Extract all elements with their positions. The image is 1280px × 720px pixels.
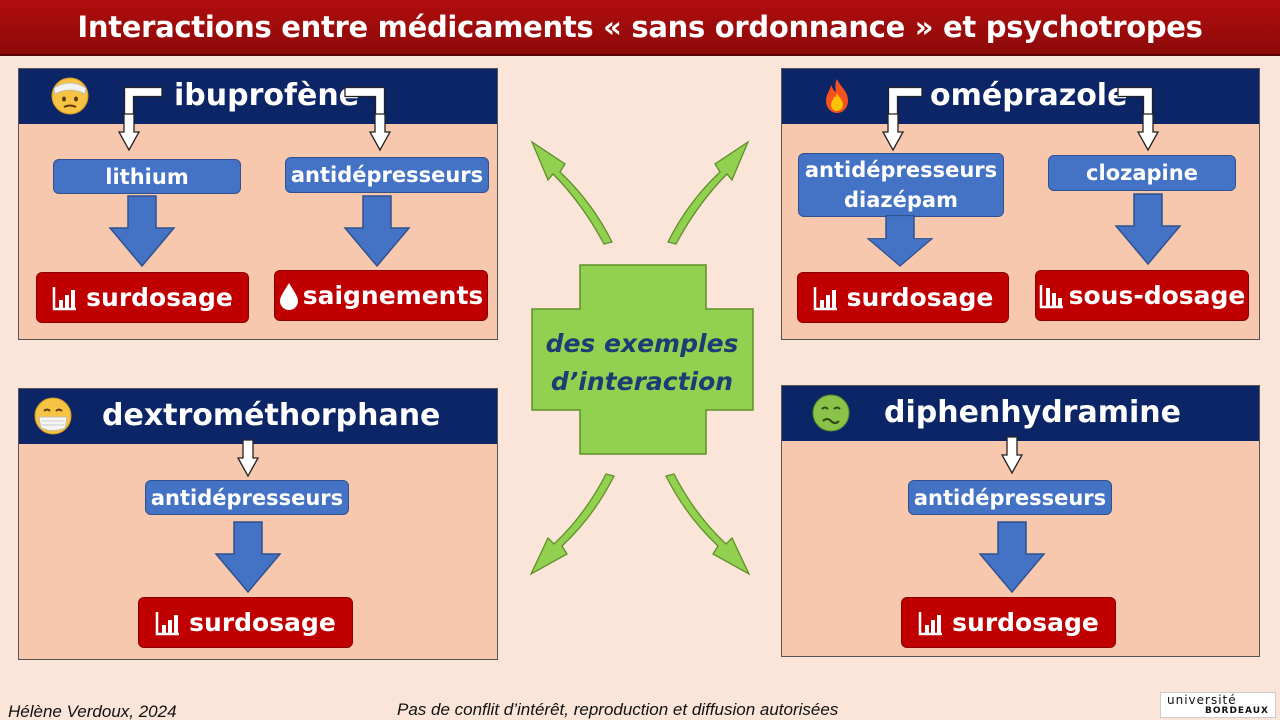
blood-drop-icon	[279, 282, 298, 310]
bracket-right-ibuprofene	[345, 87, 385, 120]
panel-header	[782, 69, 1259, 124]
bar-chart-icon	[52, 286, 77, 310]
hollow-arrow-down-icon	[1137, 113, 1159, 151]
logo-line: BORDEAUX	[1205, 706, 1269, 716]
effect-label: surdosage	[846, 283, 994, 312]
cross-label-line: des exemples	[545, 329, 739, 358]
blue-arrow-down-icon	[215, 521, 281, 593]
green-arrow-up-right-icon	[667, 140, 750, 245]
hollow-arrow-down-icon	[237, 439, 259, 477]
bar-chart-icon	[918, 611, 943, 635]
target-clozapine: clozapine	[1048, 155, 1236, 191]
bracket-right-omeprazole	[1118, 87, 1153, 120]
effect-label: saignements	[302, 281, 484, 310]
fire-icon	[826, 79, 848, 113]
effect-surdosage: surdosage	[797, 272, 1009, 323]
blue-arrow-down-icon	[979, 521, 1045, 593]
bandaged-face-icon	[51, 77, 89, 115]
panel-diphenhydramine: diphenhydramine antidépresseurs surdosag…	[781, 385, 1260, 657]
drug-name: ibuprofène	[174, 78, 360, 113]
cross-label: des exemples d’interaction	[530, 318, 754, 408]
target-antidepresseurs: antidépresseurs	[908, 480, 1112, 515]
effect-surdosage: surdosage	[138, 597, 353, 648]
blue-arrow-down-icon	[1115, 193, 1181, 265]
effect-sous-dosage: sous-dosage	[1035, 270, 1249, 321]
panel-header	[19, 69, 497, 124]
cross-label-line: d’interaction	[550, 367, 734, 396]
bar-chart-icon	[813, 286, 837, 310]
panel-omeprazole: oméprazole antidépresseurs diazépam cloz…	[781, 68, 1260, 340]
drug-name: oméprazole	[930, 78, 1128, 113]
target-line: antidépresseurs	[804, 158, 998, 182]
drug-name: diphenhydramine	[884, 395, 1181, 430]
blue-arrow-down-icon	[344, 195, 410, 267]
target-lithium: lithium	[53, 159, 241, 194]
bar-chart-icon	[155, 611, 180, 635]
target-antidepresseurs: antidépresseurs	[285, 157, 489, 193]
panel-header	[782, 386, 1259, 441]
page-title: Interactions entre médicaments « sans or…	[77, 10, 1203, 44]
effect-label: sous-dosage	[1068, 281, 1246, 310]
panel-header	[19, 389, 497, 444]
bracket-left-ibuprofene	[124, 87, 162, 120]
title-bar: Interactions entre médicaments « sans or…	[0, 0, 1280, 56]
green-arrow-up-left-icon	[530, 140, 613, 245]
green-arrow-down-right-icon	[665, 473, 751, 576]
hollow-arrow-down-icon	[882, 113, 904, 151]
hollow-arrow-down-icon	[369, 113, 391, 151]
effect-surdosage: surdosage	[901, 597, 1116, 648]
mask-face-icon	[34, 397, 72, 435]
effect-label: surdosage	[86, 283, 233, 312]
university-logo: université BORDEAUX	[1160, 692, 1276, 718]
logo-line: université	[1167, 693, 1237, 707]
effect-saignements: saignements	[274, 270, 488, 321]
target-antidepresseurs-diazepam: antidépresseurs diazépam	[798, 153, 1004, 217]
nauseated-face-icon	[812, 394, 850, 432]
green-cross-shape	[531, 264, 754, 455]
effect-label: surdosage	[189, 608, 336, 637]
hollow-arrow-down-icon	[1001, 436, 1023, 474]
hollow-arrow-down-icon	[118, 113, 140, 151]
bracket-left-omeprazole	[888, 87, 922, 120]
target-antidepresseurs: antidépresseurs	[145, 480, 349, 515]
author-credit: Hélène Verdoux, 2024	[8, 702, 177, 720]
target-line: diazépam	[844, 188, 958, 212]
effect-label: surdosage	[952, 608, 1099, 637]
blue-arrow-down-icon	[867, 214, 933, 267]
drug-name: dextrométhorphane	[102, 398, 441, 433]
green-arrow-down-left-icon	[529, 473, 615, 576]
effect-surdosage: surdosage	[36, 272, 249, 323]
panel-ibuprofene: ibuprofène lithium antidépresseurs surdo…	[18, 68, 498, 340]
blue-arrow-down-icon	[109, 195, 175, 267]
license-notice: Pas de conflit d’intérêt, reproduction e…	[397, 700, 839, 719]
bar-chart-decrease-icon	[1039, 284, 1063, 308]
